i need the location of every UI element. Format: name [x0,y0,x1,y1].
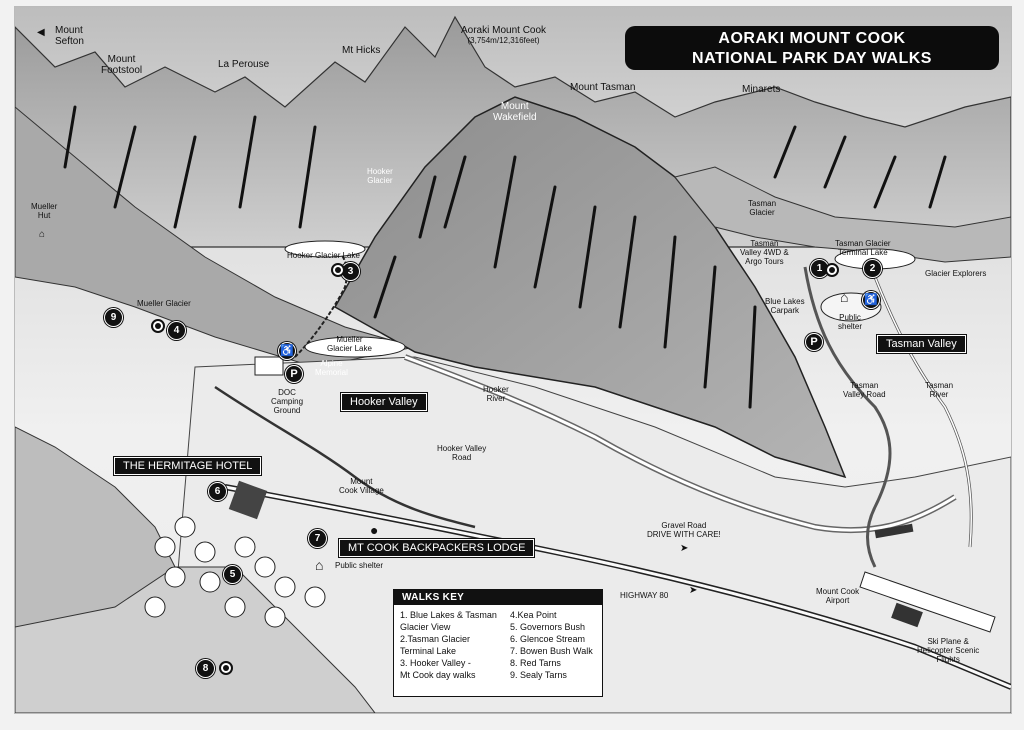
walk-marker-4[interactable]: 4 [167,321,186,340]
walks-key-legend: WALKS KEY 1. Blue Lakes & Tasman Glacier… [393,589,603,697]
walk-marker-5[interactable]: 5 [223,565,242,584]
walks-key-column-1: 1. Blue Lakes & Tasman Glacier View 2.Ta… [400,610,497,682]
walks-key-item: 1. Blue Lakes & Tasman [400,610,497,620]
terrain-illustration [15,7,1011,713]
walks-key-column-2: 4.Kea Point 5. Governors Bush 6. Glencoe… [510,610,593,682]
tag-tasman-valley: Tasman Valley [876,334,967,354]
walk-marker-8[interactable]: 8 [196,659,215,678]
direction-arrow-icon: ◀ [37,27,45,38]
label-la-perouse: La Perouse [218,59,270,70]
map-title: AORAKI MOUNT COOK NATIONAL PARK DAY WALK… [625,26,999,70]
shelter-icon: ⌂ [840,289,849,305]
walks-key-item: 6. Glencoe Stream [510,634,586,644]
label-glacier-explorers: Glacier Explorers [925,269,987,278]
walk-marker-3[interactable]: 3 [341,262,360,281]
title-line-2: NATIONAL PARK DAY WALKS [692,50,932,67]
walk-marker-6[interactable]: 6 [208,482,227,501]
walks-key-item: 5. Governors Bush [510,622,586,632]
label-mount-tasman: Mount Tasman [570,82,636,93]
park-map: AORAKI MOUNT COOK NATIONAL PARK DAY WALK… [14,6,1012,714]
walk-marker-7[interactable]: 7 [308,529,327,548]
parking-icon: P [285,365,303,383]
label-aoraki-mount-cook: Aoraki Mount Cook (3,754m/12,316feet) [461,25,547,45]
parking-icon: P [805,333,823,351]
direction-arrow-icon: ➤ [689,585,698,596]
tag-backpackers-lodge: MT COOK BACKPACKERS LODGE [337,538,536,558]
title-line-1: AORAKI MOUNT COOK [718,30,906,47]
walks-key-item: 8. Red Tarns [510,658,561,668]
label-hooker-glacier-lake: Hooker Glacier Lake [287,251,360,260]
shelter-icon: ⌂ [315,557,324,573]
lodge-dot-icon: ● [370,522,379,538]
walks-key-item: 9. Sealy Tarns [510,670,567,680]
walks-key-item: 2.Tasman Glacier [400,634,471,644]
trailhead-pin-icon [331,263,345,277]
label-mueller-glacier: Mueller Glacier [137,299,191,308]
label-minarets: Minarets [742,84,781,95]
walks-key-item: 7. Bowen Bush Walk [510,646,593,656]
walk-marker-2[interactable]: 2 [863,259,882,278]
walks-key-item: 4.Kea Point [510,610,557,620]
warning-arrow-icon: ➤ [680,543,689,554]
trailhead-pin-icon [151,319,165,333]
walks-key-heading: WALKS KEY [394,590,602,605]
trailhead-pin-icon [219,661,233,675]
walks-key-item: Mt Cook day walks [400,670,476,680]
label-mt-hicks: Mt Hicks [342,45,381,56]
toilets-icon: ♿ [862,291,880,309]
walks-key-item: 3. Hooker Valley - [400,658,471,668]
walk-marker-9[interactable]: 9 [104,308,123,327]
toilets-icon: ♿ [278,342,296,360]
walks-key-item: Terminal Lake [400,646,457,656]
walks-key-item: Glacier View [400,622,451,632]
hut-icon: ⌂ [39,229,46,240]
label-highway-80: HIGHWAY 80 [620,591,669,600]
tag-hooker-valley: Hooker Valley [340,392,428,412]
trailhead-pin-icon [825,263,839,277]
label-public-shelter-village: Public shelter [335,561,384,570]
tag-hermitage-hotel: THE HERMITAGE HOTEL [112,456,263,476]
